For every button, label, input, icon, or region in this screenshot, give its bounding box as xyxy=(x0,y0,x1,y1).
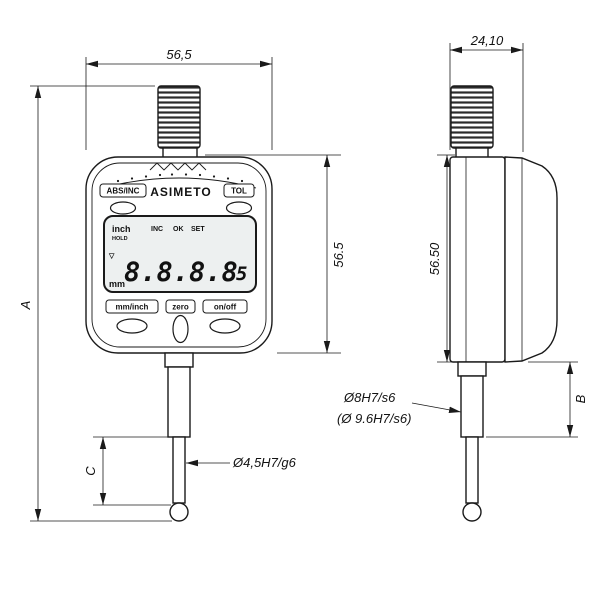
dimension-side-depth: 24,10 xyxy=(449,33,524,152)
side-spindle xyxy=(465,436,479,504)
tol-button: TOL xyxy=(223,183,255,215)
abs-inc-label-box xyxy=(99,183,147,198)
mm-inch-label-box xyxy=(105,299,159,314)
mm-inch-button: mm/inch xyxy=(105,299,159,334)
stem-length-value: B xyxy=(573,394,588,403)
stem-diameter-alt-value: (Ø 9.6H7/s6) xyxy=(337,411,411,426)
side-stem-collar xyxy=(457,361,487,377)
side-body-height-value: 56.50 xyxy=(427,242,442,275)
zero-label-box xyxy=(165,299,196,314)
side-stem xyxy=(460,375,484,438)
tol-label: TOL xyxy=(231,187,247,196)
zero-button: zero xyxy=(165,299,196,344)
front-body-inner-outline xyxy=(91,162,267,348)
on-off-key xyxy=(209,318,241,334)
brand-logo: ASIMETO xyxy=(150,185,211,199)
dimension-front-width: 56,5 xyxy=(85,47,273,150)
zero-label: zero xyxy=(172,303,189,312)
front-width-value: 56,5 xyxy=(166,47,192,62)
callout-spindle-diameter: Ø4,5H7/g6 xyxy=(186,455,297,470)
on-off-label-box xyxy=(202,299,248,314)
side-cap-knurl xyxy=(450,85,494,149)
mm-inch-key xyxy=(116,318,148,334)
lcd-tolerance-symbol: ▽ xyxy=(108,253,115,260)
front-stem xyxy=(167,366,191,438)
lcd-face xyxy=(103,215,257,293)
lcd-unit-inch: inch xyxy=(112,224,131,234)
on-off-label: on/off xyxy=(214,303,237,312)
front-body-height-value: 56.5 xyxy=(331,242,346,268)
leader-line xyxy=(411,402,462,413)
side-depth-value: 24,10 xyxy=(470,33,504,48)
lcd-unit-mm: mm xyxy=(109,279,125,289)
mm-inch-label: mm/inch xyxy=(116,303,149,312)
dimension-side-body-height: 56.50 xyxy=(427,154,455,363)
on-off-button: on/off xyxy=(202,299,248,334)
spindle-travel-value: C xyxy=(83,466,98,476)
lcd-display: inch HOLD INC OK SET ▽ mm 8.8.8.8 5 xyxy=(103,215,257,293)
abs-inc-button: ABS/INC xyxy=(99,183,147,215)
side-view xyxy=(449,85,558,522)
front-cap-knurl xyxy=(157,85,201,149)
front-bezel-dots xyxy=(116,173,244,183)
tol-label-box xyxy=(223,183,255,198)
dimension-overall-height: A xyxy=(18,85,172,522)
stem-diameter-value: Ø8H7/s6 xyxy=(343,390,396,405)
dimension-spindle-travel: C xyxy=(83,436,171,506)
front-bezel-zigzag xyxy=(149,162,207,171)
lcd-inc-indicator: INC xyxy=(151,226,163,233)
side-contact-ball xyxy=(462,502,482,522)
front-view: ABS/INC ASIMETO TOL inch HOLD INC OK SET… xyxy=(85,85,273,522)
abs-inc-label: ABS/INC xyxy=(107,187,140,196)
lcd-ok-indicator: OK xyxy=(173,226,184,233)
front-contact-ball xyxy=(169,502,189,522)
abs-inc-key xyxy=(109,201,137,215)
dimension-front-body-height: 56.5 xyxy=(205,154,346,354)
dimension-stem-length: B xyxy=(486,361,588,438)
overall-height-value: A xyxy=(18,301,33,311)
zero-key xyxy=(172,314,189,344)
lcd-hold-indicator: HOLD xyxy=(112,236,128,242)
lcd-digit-last: 5 xyxy=(236,263,247,285)
lcd-set-indicator: SET xyxy=(191,226,205,233)
front-stem-collar xyxy=(164,352,194,368)
side-body-back-cover xyxy=(504,156,558,363)
callout-stem-diameter: Ø8H7/s6 (Ø 9.6H7/s6) xyxy=(337,390,462,426)
spindle-diameter-value: Ø4,5H7/g6 xyxy=(232,455,297,470)
tol-key xyxy=(225,201,253,215)
front-spindle xyxy=(172,436,186,504)
side-body-front-plate xyxy=(449,156,506,363)
lcd-digits-main: 8.8.8.8 xyxy=(124,257,238,288)
